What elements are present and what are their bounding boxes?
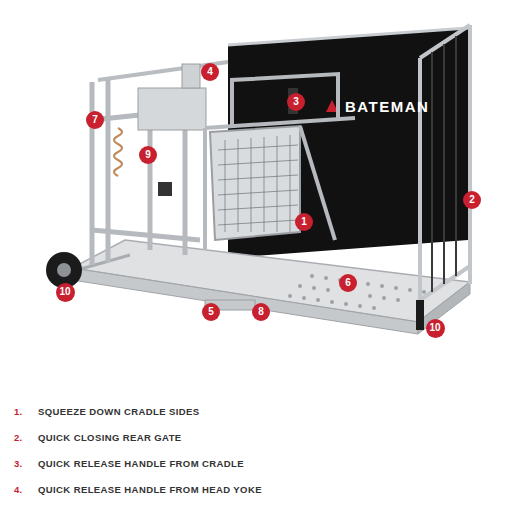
callout-text: 8 xyxy=(258,307,264,317)
floor-edge xyxy=(72,268,418,334)
cradle-frame xyxy=(205,74,355,250)
callout-number: 10 xyxy=(426,319,445,338)
yoke-handle xyxy=(182,64,200,88)
callout-number: 1 xyxy=(295,213,313,231)
callout-text: 3 xyxy=(293,97,299,107)
list-item: SQUEEZE DOWN CRADLE SIDES xyxy=(38,406,200,417)
spring xyxy=(114,128,122,176)
callout-text: 7 xyxy=(92,115,98,125)
gate-foot xyxy=(416,300,424,330)
callout-text: 6 xyxy=(345,278,351,288)
list-item: QUICK CLOSING REAR GATE xyxy=(38,432,182,443)
cradle-side xyxy=(210,126,300,240)
callout-text: 10 xyxy=(429,323,440,333)
callout-text: 10 xyxy=(59,287,70,297)
list-item: QUICK RELEASE HANDLE FROM CRADLE xyxy=(38,458,244,469)
gate-bars xyxy=(432,36,456,292)
callout-text: 2 xyxy=(469,195,475,205)
callout-number: 2 xyxy=(463,191,481,209)
list-number: 4. xyxy=(14,484,23,495)
callout-number: 5 xyxy=(202,303,220,321)
callout-text: 9 xyxy=(145,150,151,160)
top-rail xyxy=(98,62,228,80)
callout-number: 4 xyxy=(201,63,219,81)
brand-logo: BATEMAN xyxy=(345,98,429,116)
top-rail xyxy=(228,28,468,45)
callout-text: 4 xyxy=(207,67,213,77)
callout-number: 6 xyxy=(339,274,357,292)
wheel-hub xyxy=(57,263,71,277)
latch xyxy=(158,182,172,196)
floor-holes xyxy=(288,274,426,310)
callout-number: 9 xyxy=(139,146,157,164)
callout-number: 7 xyxy=(86,111,104,129)
callout-text: 1 xyxy=(301,217,307,227)
list-item: QUICK RELEASE HANDLE FROM HEAD YOKE xyxy=(38,484,262,495)
cradle-mesh xyxy=(218,135,298,232)
callout-text: 5 xyxy=(208,307,214,317)
list-number: 2. xyxy=(14,432,23,443)
callout-number: 10 xyxy=(56,283,75,302)
rear-gate xyxy=(420,25,470,322)
yoke-head xyxy=(138,88,206,130)
list-number: 1. xyxy=(14,406,23,417)
list-number: 3. xyxy=(14,458,23,469)
callout-number: 3 xyxy=(287,93,305,111)
callout-number: 8 xyxy=(252,303,270,321)
